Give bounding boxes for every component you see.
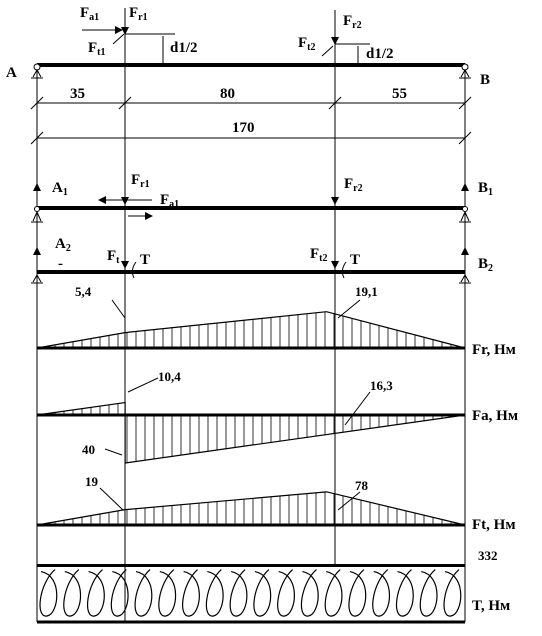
fa1-label: Fa1: [80, 5, 99, 23]
dim-ticks-row-2: [30, 131, 472, 145]
fr-value-1: 5,4: [75, 284, 92, 299]
t-hatch-loop: [253, 569, 272, 617]
t-hatch-loop: [372, 569, 390, 617]
vertical-plane-scheme: A1 B1 Fr1 Fa1 Fr2: [31, 172, 493, 232]
fa-value-right: 16,3: [370, 378, 393, 393]
t-hatch-loop: [182, 569, 200, 617]
fa-value-bottom: 40: [82, 442, 95, 457]
ft2-h-label: Ft2: [310, 246, 328, 264]
fr1-label: Fr1: [129, 5, 148, 23]
t-hatch-loop: [300, 569, 319, 617]
hinge-b1: [462, 206, 468, 212]
torque-2-label: T: [350, 252, 360, 268]
t-hatch-loop: [158, 569, 177, 617]
fa-leader-bottom: [104, 448, 123, 456]
label-a: A: [6, 65, 17, 81]
t-hatch-loop: [205, 569, 224, 617]
support-a2-icon: [31, 273, 43, 284]
fr-axis-label: Fr, Нм: [472, 342, 516, 358]
fr2-v-label: Fr2: [344, 176, 363, 194]
fr-value-2: 19,1: [355, 284, 378, 299]
fa1-v-label: Fa1: [160, 192, 179, 210]
ft2-label: Ft2: [298, 35, 316, 53]
fa-leader-right: [344, 391, 371, 426]
t-hatch-loop: [324, 569, 343, 617]
ft-leader-1: [99, 487, 124, 511]
fa-leader-top: [127, 377, 159, 393]
support-b-icon: [459, 68, 471, 79]
dim-right: 55: [392, 86, 407, 102]
dim-middle: 80: [220, 86, 235, 102]
support-a-icon: [31, 68, 43, 79]
ft1-arrow: [112, 33, 125, 45]
torque-1-icon: [131, 261, 137, 279]
t-value: 332: [478, 548, 498, 563]
t-hatch-loop: [396, 569, 414, 617]
t-hatch-loop: [348, 569, 367, 617]
torque-2-icon: [341, 261, 347, 279]
fr2-label: Fr2: [343, 13, 362, 31]
ft1-label: Ft1: [88, 40, 106, 58]
t-hatch-loop: [39, 569, 58, 617]
dimension-lines: [30, 96, 472, 145]
t-hatch-loop: [443, 569, 462, 617]
ft-axis-label: Ft, Нм: [472, 517, 516, 533]
t-hatch-loop: [277, 569, 295, 617]
label-b2: B2: [478, 256, 493, 274]
label-b: B: [480, 72, 490, 88]
t-hatch-loop: [229, 569, 248, 617]
fr-outline: [36, 311, 466, 349]
ft-value-2: 78: [355, 478, 369, 493]
ft-outline: [36, 491, 466, 526]
ft-label: Ft: [107, 248, 120, 266]
ft-leader-2: [337, 491, 361, 511]
t-hatch-loop: [134, 569, 153, 617]
label-a2: A2: [55, 236, 71, 254]
dim-ticks-row-1: [30, 96, 472, 110]
fa-outline: [36, 401, 466, 464]
torque-1-label: T: [140, 252, 150, 268]
ft-value-1: 19: [85, 474, 99, 489]
d1-label-1: d1/2: [170, 40, 198, 56]
support-b2-icon: [459, 273, 471, 284]
t-axis-label: T, Нм: [472, 598, 510, 614]
internal-force-diagrams: [36, 299, 466, 624]
t-hatch-loop: [110, 569, 129, 617]
dim-total: 170: [232, 120, 255, 136]
dim-left: 35: [70, 86, 85, 102]
t-hatch-loop: [87, 569, 105, 617]
t-hatch-loop: [419, 569, 438, 617]
fr-leader-1: [111, 299, 126, 319]
horizontal-plane-scheme: A2 - B2 Ft T Ft2 T: [31, 236, 493, 284]
top-shaft: A B Fa1 Fr1 Ft1 d1/2 Fr2 Ft2 d1/2: [6, 5, 490, 88]
hinge-a1: [34, 206, 40, 212]
fa-axis-label: Fa, Нм: [472, 408, 518, 424]
fa-value-top: 10,4: [158, 369, 181, 384]
label-a1: A1: [52, 180, 68, 198]
d1-label-2: d1/2: [366, 46, 394, 62]
fr1-v-label: Fr1: [131, 172, 150, 190]
ft2-arrow: [321, 45, 334, 57]
t-hatch-loop: [63, 569, 82, 617]
fr-leader-2: [337, 299, 361, 319]
label-b1: B1: [478, 180, 493, 198]
minus-sign: -: [58, 256, 63, 272]
